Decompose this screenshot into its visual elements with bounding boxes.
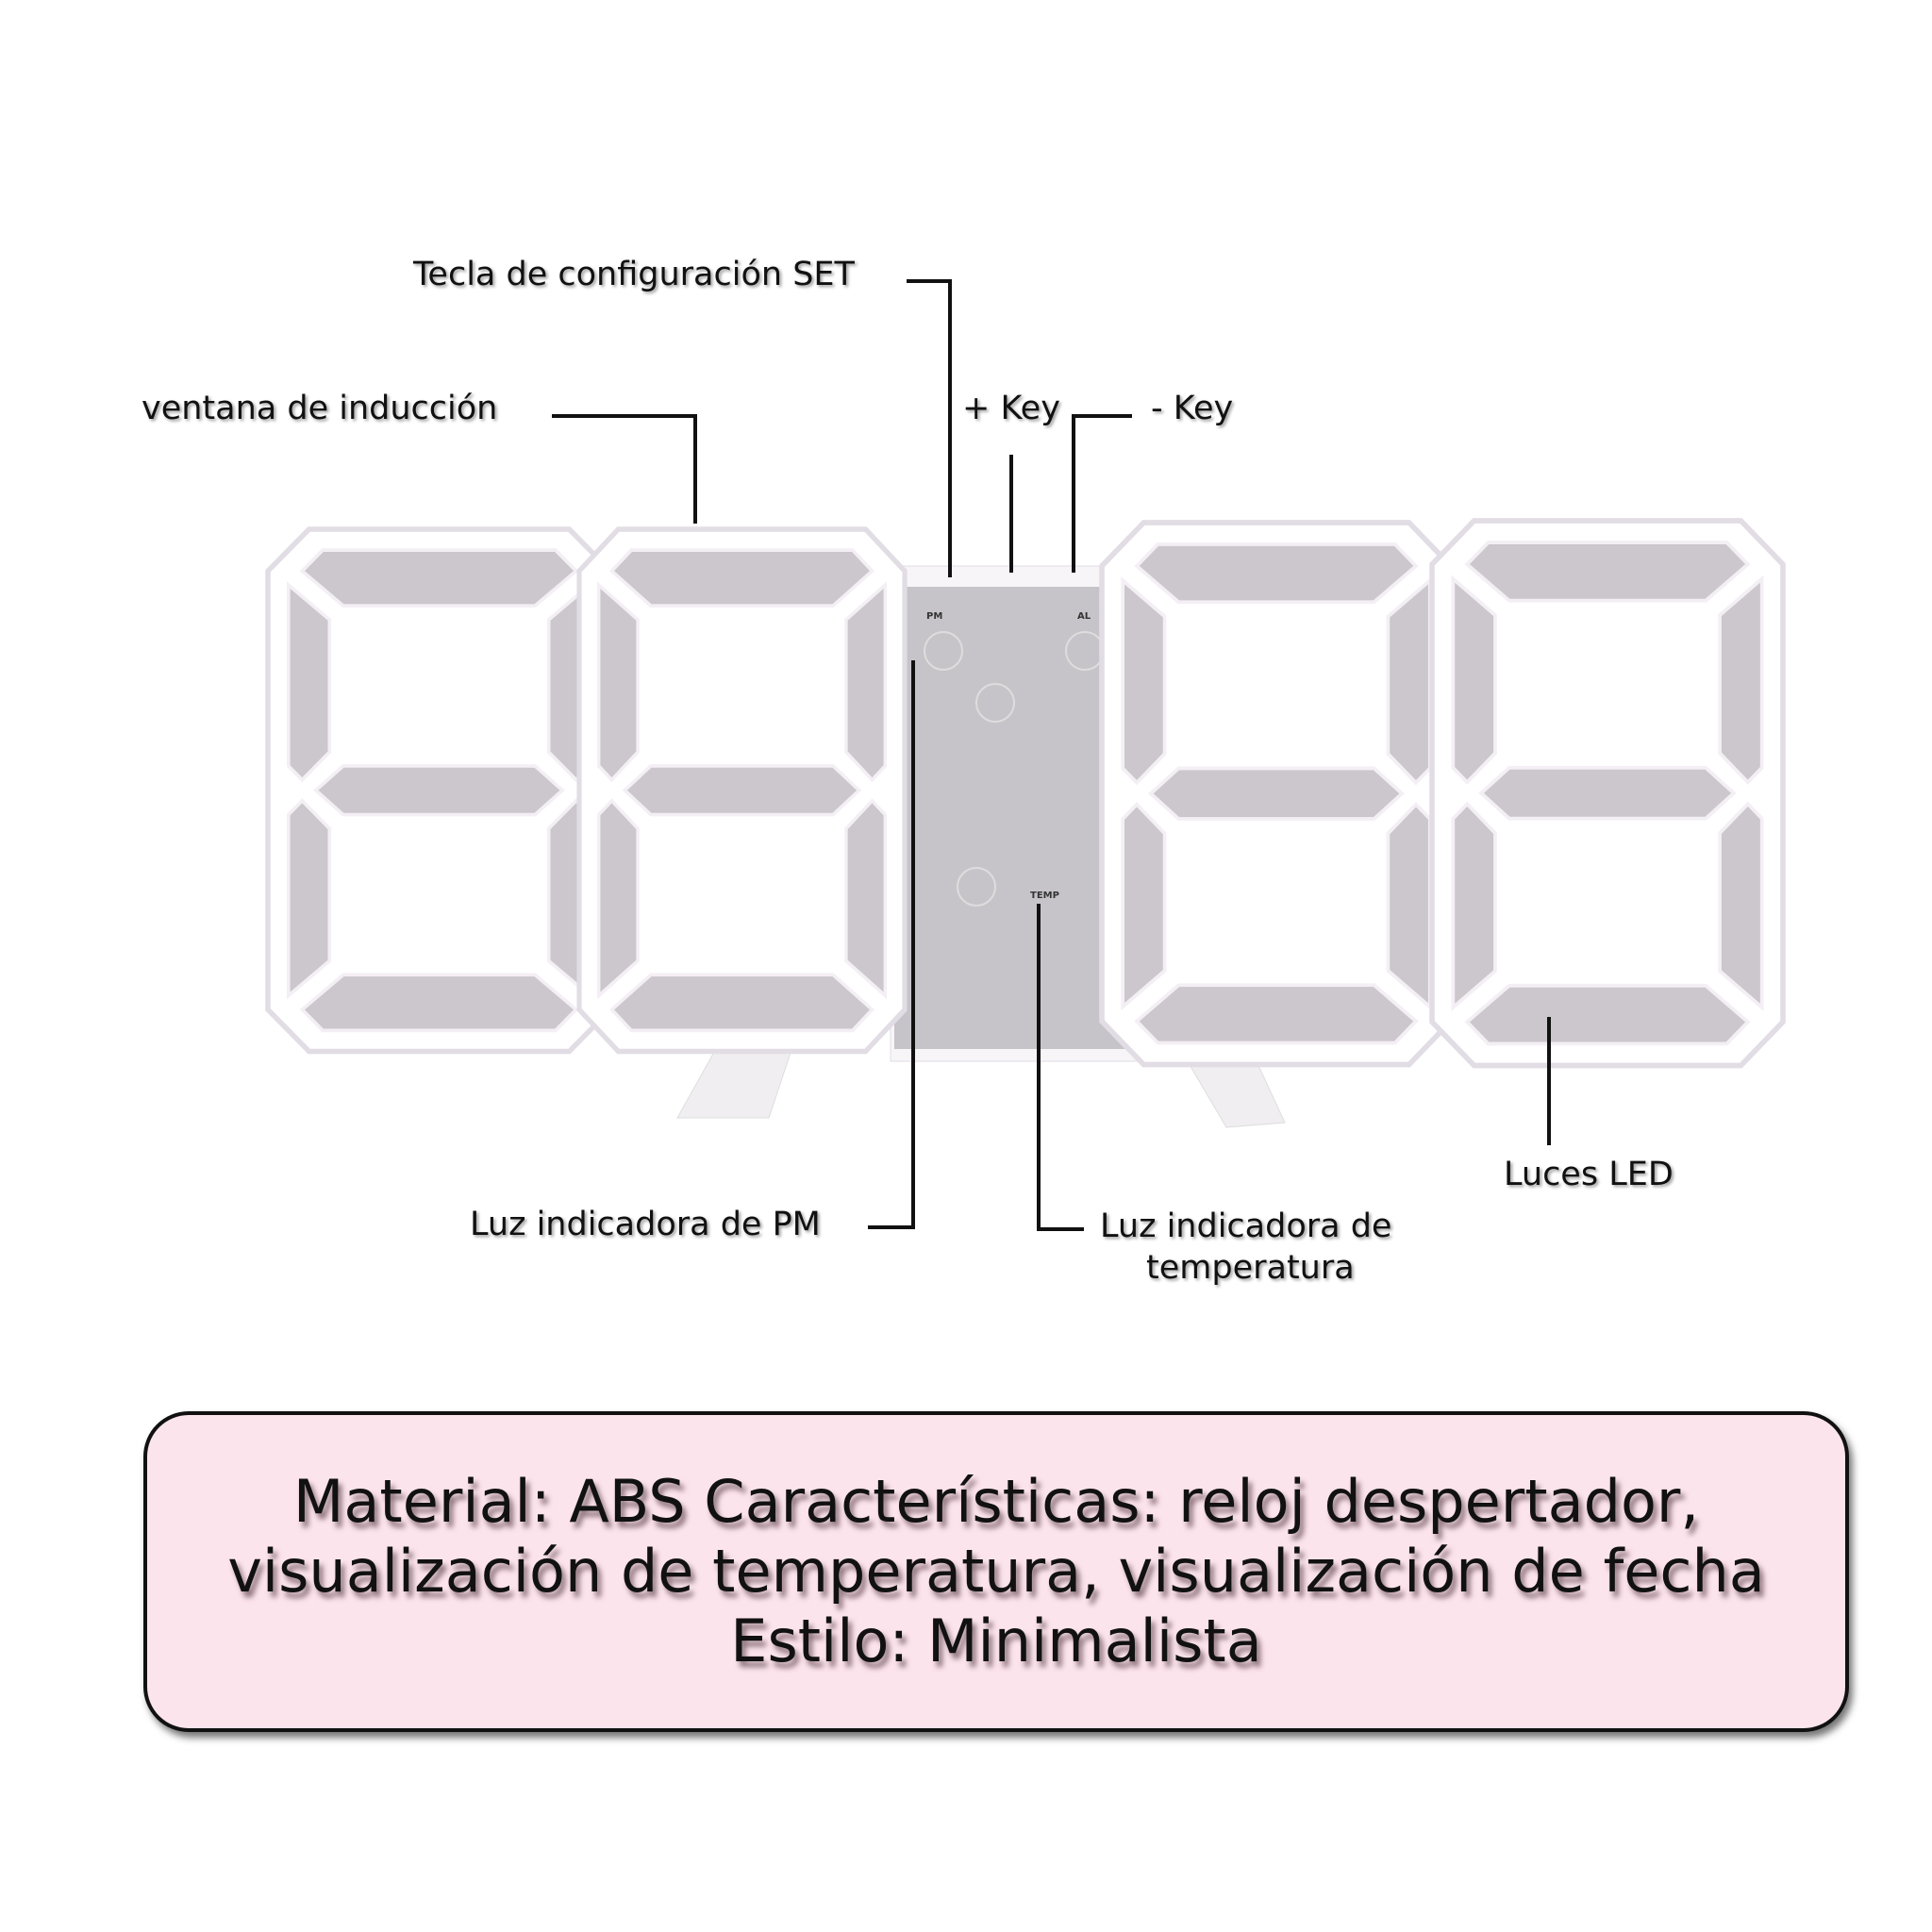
temp-light-label-1: Luz indicadora de bbox=[1100, 1208, 1392, 1245]
info-material-features: Material: ABS Características: reloj des… bbox=[292, 1467, 1700, 1536]
plus-key-label: + Key bbox=[962, 390, 1060, 427]
induction-leader bbox=[552, 414, 697, 418]
led-leader bbox=[1547, 1017, 1551, 1145]
led-digit-1 bbox=[268, 529, 610, 1052]
set-key-label: Tecla de configuración SET bbox=[413, 256, 855, 293]
pm-light-label: Luz indicadora de PM bbox=[470, 1206, 821, 1243]
stand-foot-left bbox=[676, 1046, 793, 1119]
pm-marking: PM bbox=[926, 611, 942, 622]
set-key-leader bbox=[907, 279, 952, 283]
led-lights-label: Luces LED bbox=[1504, 1156, 1674, 1193]
al-marking: AL bbox=[1077, 611, 1091, 622]
induction-leader-v bbox=[693, 414, 697, 524]
product-info-box: Material: ABS Características: reloj des… bbox=[143, 1411, 1849, 1732]
minus-key-label: - Key bbox=[1151, 390, 1234, 427]
led-digit-3 bbox=[1102, 523, 1451, 1065]
minus-key-leader bbox=[1074, 414, 1132, 418]
led-digit-4 bbox=[1432, 521, 1783, 1066]
minus-key-leader-v bbox=[1072, 414, 1075, 573]
induction-window-label: ventana de inducción bbox=[142, 390, 498, 427]
pm-leader-v bbox=[911, 660, 915, 1229]
led-digit-2 bbox=[579, 529, 905, 1052]
temp-light-label-2: temperatura bbox=[1146, 1249, 1355, 1287]
set-key-leader-v bbox=[948, 279, 952, 577]
temp-leader bbox=[1037, 1227, 1084, 1231]
pm-leader bbox=[868, 1225, 915, 1229]
info-features-cont: visualización de temperatura, visualizac… bbox=[227, 1537, 1765, 1606]
info-style: Estilo: Minimalista bbox=[730, 1607, 1262, 1675]
temp-marking: TEMP bbox=[1030, 891, 1059, 901]
plus-key-leader bbox=[1009, 455, 1013, 573]
temp-leader-v bbox=[1037, 904, 1041, 1231]
